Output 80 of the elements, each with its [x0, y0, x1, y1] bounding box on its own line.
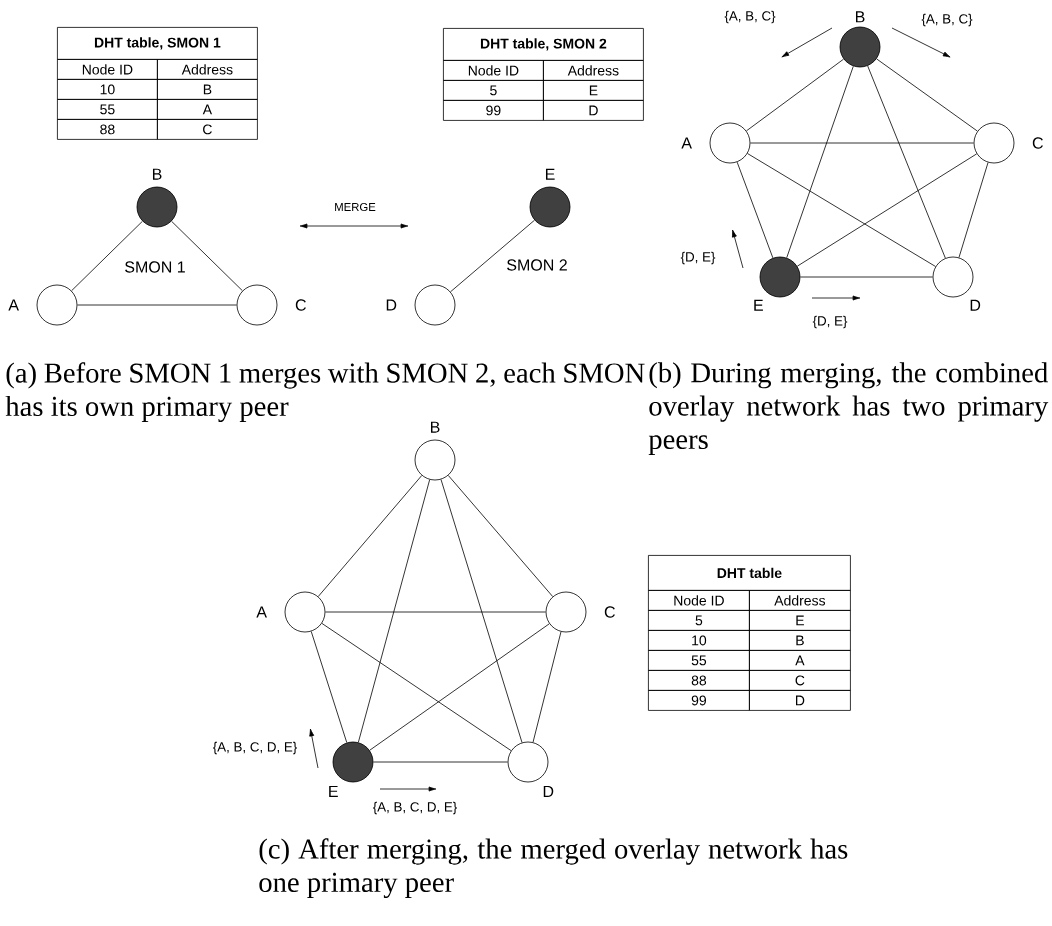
merge-label: MERGE [335, 203, 376, 211]
link-line [750, 142, 974, 144]
node-label: C [295, 299, 306, 311]
table-cell: 5 [443, 80, 544, 101]
set-label: {D, E} [680, 251, 716, 265]
table-cell: Node ID [443, 60, 544, 81]
table-cell: E [543, 80, 644, 101]
link-line [736, 161, 774, 259]
link-line [746, 58, 844, 132]
node-label: A [8, 299, 19, 311]
table-cell: 55 [57, 99, 158, 120]
table-cell: B [749, 630, 851, 651]
set-label: {A, B, C} [921, 13, 973, 27]
link-line [317, 475, 423, 597]
node-label: E [329, 785, 338, 797]
table-title: DHT table [648, 555, 851, 591]
link-line [450, 219, 535, 293]
table-cell: Address [157, 59, 258, 80]
table-cell: 10 [57, 79, 158, 100]
table-cell: Node ID [57, 59, 158, 80]
link-line [447, 475, 554, 597]
table-cell: A [749, 650, 851, 671]
table-cell: Address [543, 60, 644, 81]
node-label: E [545, 168, 555, 180]
table-cell: A [157, 99, 258, 120]
link-line [958, 162, 989, 258]
network-label: SMON 1 [125, 261, 185, 273]
table-cell: 88 [648, 670, 750, 691]
table-cell: 10 [648, 630, 750, 651]
table-cell: 99 [648, 690, 750, 711]
node-label: A [681, 137, 692, 149]
link-line [321, 623, 512, 752]
link-line [325, 611, 546, 613]
node-label: B [855, 11, 865, 23]
set-label: {A, B, C, D, E} [213, 741, 297, 755]
table-title: DHT table, SMON 2 [443, 28, 644, 61]
link-line [77, 304, 237, 306]
table-cell: 55 [648, 650, 750, 671]
link-line [867, 65, 946, 259]
node-label: A [256, 606, 267, 618]
caption: (c) After merging, the merged overlay network has one primary peer [259, 838, 848, 898]
set-label: {A, B, C, D, E} [373, 801, 457, 815]
link-line [796, 153, 978, 267]
table-cell: D [543, 100, 644, 121]
link-line [876, 58, 978, 132]
table-cell: B [157, 79, 258, 100]
table-cell: Node ID [648, 590, 750, 611]
table-cell: Address [749, 590, 851, 611]
node-label: C [604, 606, 615, 618]
node-label: C [1032, 137, 1043, 149]
table-cell: D [749, 690, 851, 711]
caption: (b) During merging, the combined overlay network has two primary peers [648, 362, 1049, 455]
link-line [171, 220, 243, 292]
link-line [747, 153, 936, 267]
link-line [71, 220, 143, 292]
node-label: D [386, 299, 397, 311]
table-cell: 5 [648, 610, 750, 631]
link-line [357, 479, 431, 743]
link-line [532, 631, 562, 743]
table-cell: C [749, 670, 851, 691]
link-line [440, 479, 523, 743]
link-line [369, 623, 550, 751]
network-label: SMON 2 [507, 259, 567, 271]
link-line [373, 761, 508, 763]
node-label: E [754, 299, 763, 311]
link-line [310, 631, 348, 743]
link-line [800, 276, 933, 278]
table-cell: 88 [57, 119, 158, 140]
node-label: D [970, 299, 981, 311]
table-title: DHT table, SMON 1 [57, 27, 258, 60]
table-cell: E [749, 610, 851, 631]
node-label: D [543, 785, 554, 797]
table-cell: C [157, 119, 258, 140]
set-label: {D, E} [812, 315, 848, 329]
node-label: B [430, 421, 440, 433]
caption: (a) Before SMON 1 merges with SMON 2, each SMON has its own primary peer [5, 362, 645, 422]
table-cell: 99 [443, 100, 544, 121]
link-line [786, 65, 854, 259]
set-label: {A, B, C} [724, 10, 776, 24]
node-label: B [152, 168, 162, 180]
